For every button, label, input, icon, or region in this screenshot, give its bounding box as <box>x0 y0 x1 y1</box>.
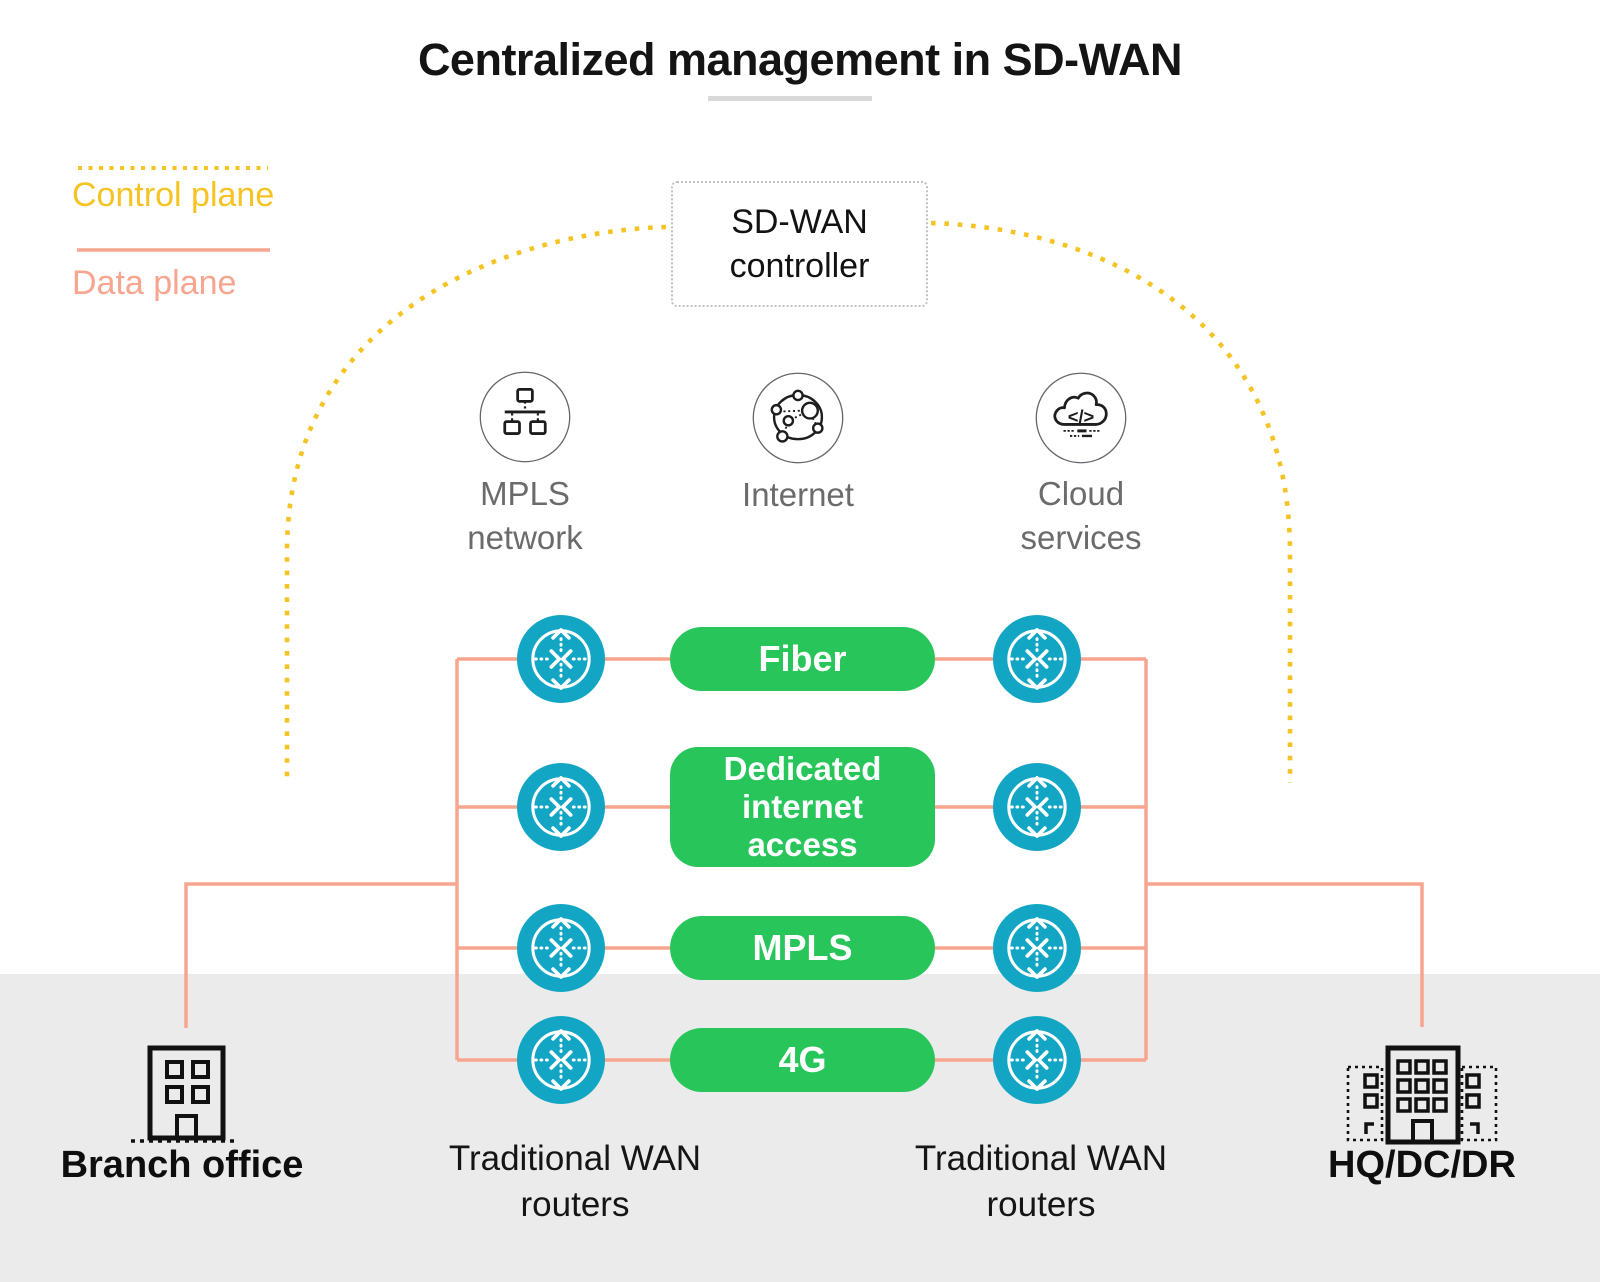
branch-office-connector <box>184 882 457 1028</box>
legend-data-plane-label: Data plane <box>72 264 237 302</box>
page-title: Centralized management in SD-WAN <box>417 34 1183 85</box>
link-pill-mpls: MPLS <box>670 916 935 980</box>
internet-icon <box>752 372 844 464</box>
router-icon <box>517 615 605 703</box>
branch-office-label: Branch office <box>60 1144 304 1186</box>
mpls-network-label: MPLS network <box>467 475 583 556</box>
sdwan-controller-label: SD-WAN controller <box>729 203 870 285</box>
hq-dc-dr-label: HQ/DC/DR <box>1328 1144 1516 1186</box>
hq-connector <box>1146 882 1424 1027</box>
link-pill-dedicated-internet-access: Dedicated internet access <box>670 747 935 867</box>
mpls-network-icon <box>479 371 571 463</box>
internet-label: Internet <box>742 476 854 513</box>
title-underline <box>708 96 872 101</box>
control-plane-curve-left <box>284 224 667 781</box>
control-plane-connectors <box>78 166 1293 783</box>
router-icon <box>517 763 605 851</box>
control-plane-curve-right <box>930 220 1293 783</box>
router-icon <box>993 763 1081 851</box>
router-icon <box>993 615 1081 703</box>
router-icon <box>993 904 1081 992</box>
cloud-services-icon: </> <box>1035 372 1127 464</box>
router-icon <box>517 904 605 992</box>
traditional-wan-routers-left-label: Traditional WAN routers <box>448 1139 702 1224</box>
sdwan-controller-box: SD-WAN controller <box>671 181 928 307</box>
cloud-services-label: Cloud services <box>1020 475 1142 556</box>
traditional-wan-routers-right-label: Traditional WAN routers <box>914 1139 1168 1224</box>
legend-control-plane-label: Control plane <box>72 176 275 214</box>
hq-dc-dr-icon <box>1346 1045 1498 1145</box>
router-icon <box>517 1016 605 1104</box>
link-pill-4g: 4G <box>670 1028 935 1092</box>
link-pill-fiber: Fiber <box>670 627 935 691</box>
svg-text:</>: </> <box>1068 406 1095 427</box>
branch-office-icon <box>131 1045 237 1143</box>
footer-gray-band <box>0 974 1600 1282</box>
router-icon <box>993 1016 1081 1104</box>
